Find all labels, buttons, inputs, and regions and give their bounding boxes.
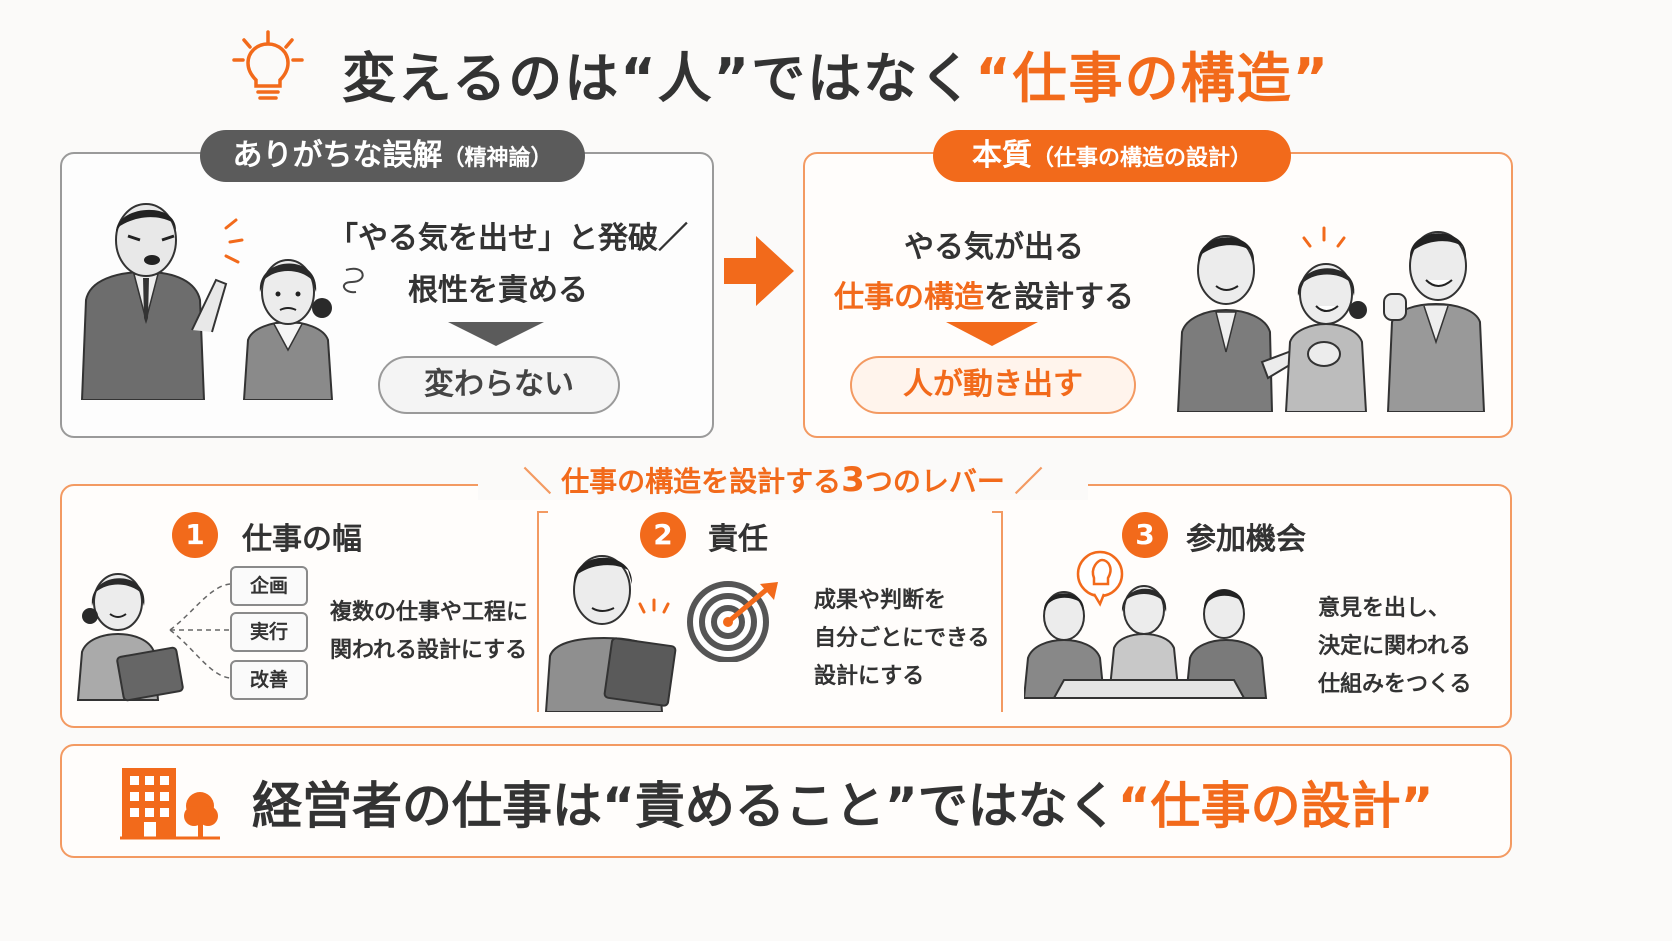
misconception-result: 変わらない: [378, 356, 620, 414]
conclusion-panel: [60, 744, 1512, 858]
misconception-line-2: 根性を責める: [408, 273, 588, 308]
lever-divider-right: [992, 511, 1003, 712]
misconception-label: ありがちな誤解（精神論）: [200, 130, 585, 182]
lever-2-title: 責任: [708, 522, 768, 557]
lever-3-number: 3: [1122, 512, 1168, 558]
page-title: 変えるのは“人”ではなく“仕事の構造”: [0, 34, 1672, 113]
lever-3-desc-line-1: 意見を出し、: [1318, 596, 1451, 621]
lever-3-desc-line-3: 仕組みをつくる: [1318, 672, 1472, 697]
title-highlight: “仕事の構造”: [975, 47, 1331, 110]
lever-1-title: 仕事の幅: [242, 522, 362, 557]
conclusion-highlight: “仕事の設計”: [1117, 777, 1434, 835]
levers-heading: ＼ 仕事の構造を設計する3つのレバー ／: [478, 460, 1088, 500]
lever-1-number: 1: [172, 512, 218, 558]
essence-label: 本質（仕事の構造の設計）: [933, 130, 1291, 182]
motivated-team-illustration: [1176, 226, 1486, 412]
lightbulb-icon: [232, 30, 304, 100]
building-icon: [120, 768, 220, 840]
lever-1-tag-improve: 改善: [230, 660, 308, 700]
lever-2-desc-line-3: 設計にする: [814, 664, 925, 689]
essence-line-2: 仕事の構造を設計する: [834, 272, 1174, 316]
worker-holding-clipboard-illustration: [544, 555, 677, 712]
lever-3-desc-line-2: 決定に関われる: [1318, 634, 1471, 659]
lever-1-tag-plan: 企画: [230, 566, 308, 606]
title-prefix: 変えるのは“人”ではなく: [341, 47, 976, 110]
arrow-down-icon: [448, 322, 544, 346]
levers-heading-suffix: つのレバー: [864, 465, 1005, 498]
conclusion-prefix: 経営者の仕事は“責めること”ではなく: [252, 777, 1118, 835]
essence-label-sub: （仕事の構造の設計）: [1031, 146, 1252, 171]
lever-2-number: 2: [640, 512, 686, 558]
levers-heading-num: 3: [841, 460, 865, 500]
lever-3-desc: 意見を出し、 決定に関われる 仕組みをつくる: [1318, 590, 1498, 704]
worker-with-clipboard-illustration: [76, 573, 231, 702]
lever-2-desc: 成果や判断を 自分ごとにできる 設計にする: [814, 582, 1004, 696]
essence-line-2-highlight: 仕事の構造: [834, 280, 984, 315]
lever-1-desc-line-1: 複数の仕事や工程に: [330, 600, 529, 625]
levers-heading-prefix: 仕事の構造を設計する: [561, 465, 842, 498]
target-icon: [687, 581, 778, 662]
essence-result: 人が動き出す: [850, 356, 1136, 414]
arrow-right-icon: [724, 236, 794, 306]
misconception-label-sub: （精神論）: [442, 146, 553, 171]
lever-divider-left: [537, 511, 548, 712]
essence-line-1: やる気が出る: [904, 230, 1084, 265]
lever-3-title: 参加機会: [1186, 522, 1306, 557]
lever-2-desc-line-1: 成果や判断を: [814, 588, 947, 613]
meeting-illustration: [1024, 550, 1268, 699]
lever-1-desc-line-2: 関われる設計にする: [330, 638, 528, 663]
essence-label-main: 本質: [971, 138, 1032, 173]
lever-1-tag-execute: 実行: [230, 612, 308, 652]
lever-1-desc: 複数の仕事や工程に 関われる設計にする: [330, 594, 530, 670]
arrow-down-orange-icon: [946, 322, 1038, 346]
misconception-line-1: 「やる気を出せ」と発破／: [328, 221, 688, 256]
essence-line-2-rest: を設計する: [984, 280, 1134, 315]
misconception-label-main: ありがちな誤解: [232, 138, 443, 173]
scolding-boss-illustration: [80, 203, 364, 400]
conclusion-text: 経営者の仕事は“責めること”ではなく“仕事の設計”: [252, 766, 1492, 838]
lever-2-desc-line-2: 自分ごとにできる: [814, 626, 990, 651]
